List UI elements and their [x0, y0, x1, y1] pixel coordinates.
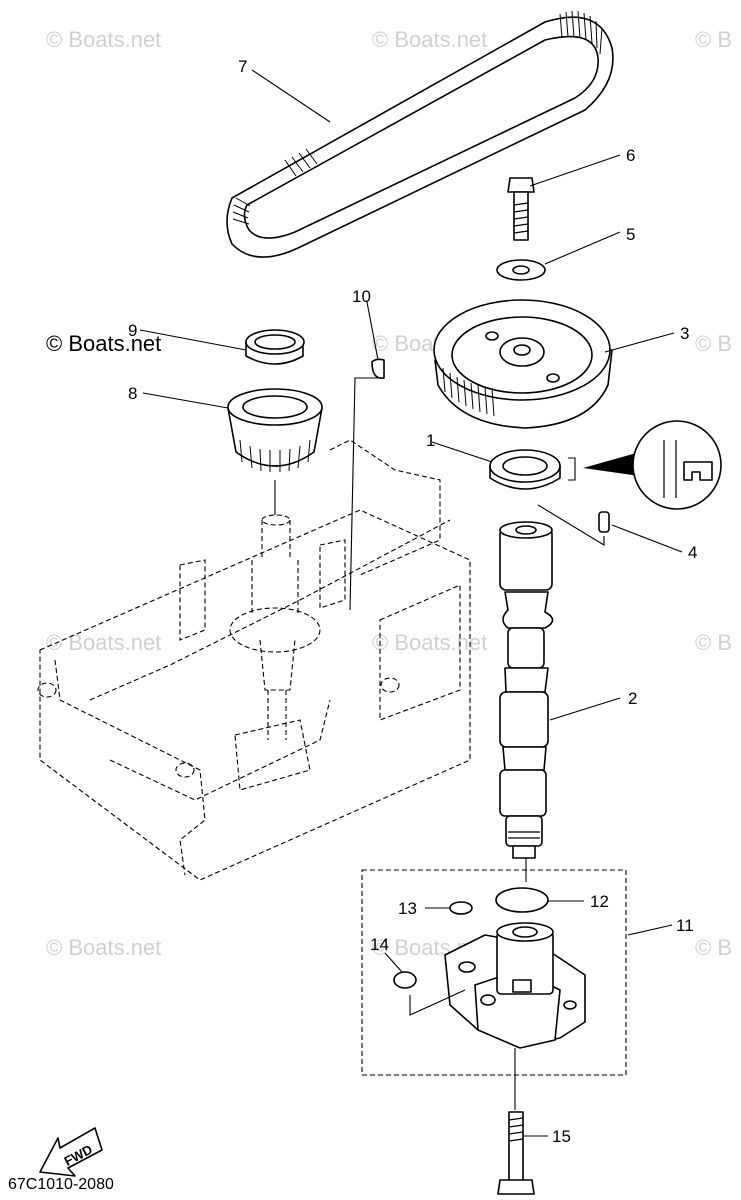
oil-seal-1 [489, 449, 561, 490]
bolt-15 [497, 1111, 535, 1195]
callout-9: 9 [128, 321, 137, 340]
watermark: © B [695, 935, 732, 960]
washer-5 [496, 259, 546, 281]
callout-3: 3 [680, 324, 689, 343]
callout-8: 8 [128, 384, 137, 403]
camshaft [499, 521, 554, 859]
seal-9 [245, 329, 305, 365]
callout-leaders [139, 69, 683, 1137]
callout-10: 10 [352, 287, 371, 306]
diagram-code: 67C1010-2080 [8, 1176, 114, 1193]
cam-pulley [433, 299, 613, 429]
watermark: © Boats.net [372, 27, 487, 52]
callout-12: 12 [590, 892, 609, 911]
watermark: © B [695, 27, 732, 52]
callout-5: 5 [626, 225, 635, 244]
bushing-8 [227, 388, 323, 472]
o-ring-12 [495, 887, 549, 913]
seal-detail-callout [568, 420, 722, 510]
watermark: © Boats.net [372, 630, 487, 655]
callout-11: 11 [676, 916, 694, 935]
callout-15: 15 [552, 1127, 571, 1146]
o-ring-14 [393, 971, 417, 989]
dowel-pin-4 [598, 511, 610, 533]
o-ring-13 [449, 901, 473, 915]
key-10 [371, 358, 385, 379]
oil-pump [409, 922, 586, 1049]
oil-pump-group-box [361, 869, 627, 1076]
watermark: © Boats.net [46, 27, 161, 52]
callout-2: 2 [628, 689, 637, 708]
watermark: © Boats.net [46, 331, 161, 356]
callout-13: 13 [398, 899, 417, 918]
fwd-arrow-icon: FWD [39, 1127, 103, 1177]
callout-4: 4 [688, 543, 697, 562]
watermark: © B [695, 630, 732, 655]
watermark: © B [695, 331, 732, 356]
callout-7: 7 [238, 57, 247, 76]
timing-belt [226, 10, 614, 258]
engine-block-phantom [37, 439, 471, 881]
pin-leader [537, 504, 605, 546]
key-leader [349, 377, 380, 611]
callout-1: 1 [426, 431, 435, 450]
bolt-6 [507, 177, 535, 241]
watermark: © Boats.net [46, 630, 161, 655]
watermark: © Boats.net [46, 935, 161, 960]
callout-6: 6 [626, 146, 635, 165]
callout-labels: 1 2 3 4 5 6 7 8 9 10 11 12 13 14 15 [128, 57, 697, 1146]
callout-14: 14 [370, 935, 389, 954]
